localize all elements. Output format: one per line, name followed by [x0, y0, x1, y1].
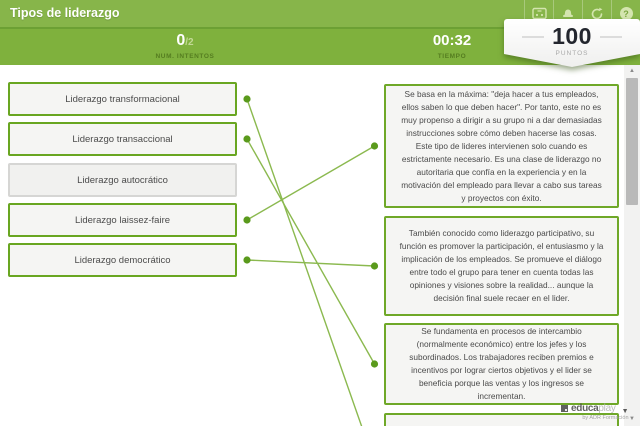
- points-badge: 100 PUNTOS: [252, 19, 640, 72]
- attempts-total: /2: [185, 37, 194, 48]
- watermark-byline: by ADR Formación: [582, 415, 629, 421]
- right-panel-3[interactable]: Se fundamenta en procesos de intercambio…: [384, 323, 619, 405]
- points-label: PUNTOS: [555, 50, 589, 57]
- watermark-brand-light: play: [598, 403, 616, 414]
- header-toolbar: ?: [524, 0, 640, 27]
- time-label: TIEMPO: [437, 53, 467, 60]
- header-bar: Tipos de liderazgo: [0, 0, 640, 27]
- educaplay-watermark: educa play ▼ by ADR Formación: [561, 402, 629, 421]
- time-value: 00:32: [432, 32, 472, 49]
- fullscreen-icon[interactable]: [524, 0, 553, 27]
- print-icon[interactable]: [553, 0, 582, 27]
- educaplay-logo-icon: [561, 405, 568, 412]
- attempts-label: NUM. INTENTOS: [155, 53, 215, 60]
- replay-icon[interactable]: [582, 0, 611, 27]
- scrollbar[interactable]: ▲ ▼: [624, 65, 640, 426]
- watermark-expand-icon[interactable]: ▼: [621, 408, 629, 415]
- scroll-up-arrow[interactable]: ▲: [629, 68, 635, 74]
- stats-band: 0/2 NUM. INTENTOS 100 PUNTOS 00:32 TIEMP…: [0, 19, 640, 67]
- scrollbar-thumb[interactable]: [626, 78, 638, 205]
- attempts-value: 0: [176, 32, 186, 49]
- right-panel-4[interactable]: [384, 413, 619, 426]
- attempts-stat: 0/2 NUM. INTENTOS: [110, 32, 260, 60]
- right-panel-2[interactable]: También conocido como liderazgo particip…: [384, 216, 619, 316]
- left-item-4[interactable]: Liderazgo laissez-faire: [8, 203, 237, 237]
- scroll-down-arrow[interactable]: ▼: [629, 416, 635, 422]
- left-item-3[interactable]: Liderazgo autocrático: [8, 163, 237, 197]
- left-item-2[interactable]: Liderazgo transaccional: [8, 122, 237, 156]
- watermark-brand-bold: educa: [571, 403, 599, 414]
- left-item-5[interactable]: Liderazgo democrático: [8, 243, 237, 277]
- right-panel-1[interactable]: Se basa en la máxima: "deja hacer a tus …: [384, 84, 619, 208]
- time-stat: 00:32 TIEMPO: [377, 32, 527, 60]
- help-glyph: ?: [619, 7, 633, 20]
- left-item-1[interactable]: Liderazgo transformacional: [8, 82, 237, 116]
- badge-dash-right: [599, 35, 622, 38]
- badge-dash-left: [522, 35, 545, 38]
- help-icon[interactable]: ?: [611, 0, 640, 27]
- points-value: 100: [552, 23, 592, 49]
- page-title: Tipos de liderazgo: [10, 6, 120, 20]
